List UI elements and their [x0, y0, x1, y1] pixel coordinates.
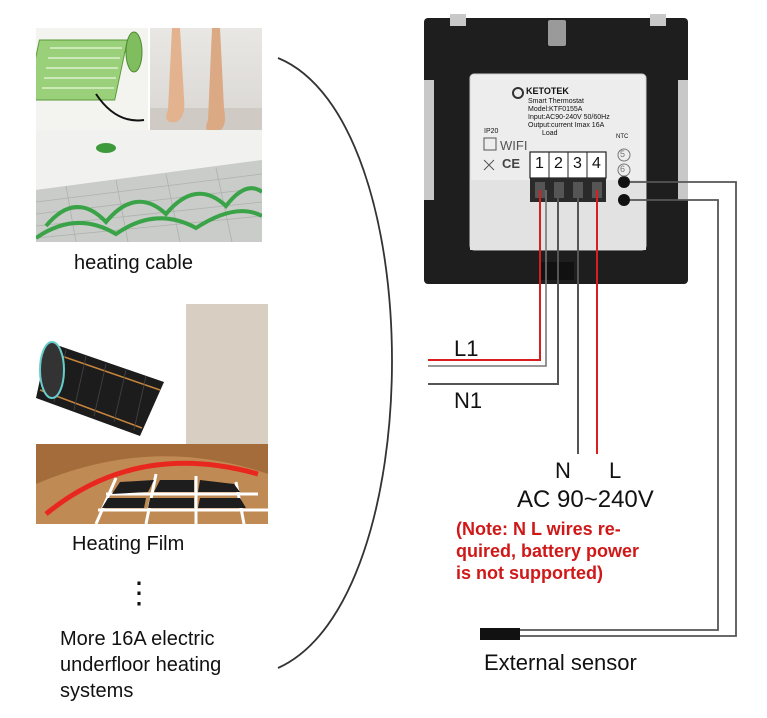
- feet-on-floor-photo: [150, 28, 262, 148]
- terminal-1: 1: [535, 155, 544, 172]
- ac-voltage-label: AC 90~240V: [517, 486, 654, 513]
- l-label: L: [609, 458, 622, 483]
- heating-cable-roll-photo: [36, 28, 148, 130]
- sensor-wire-outer: [520, 181, 737, 637]
- ellipsis-mark: ⋮: [124, 577, 154, 610]
- note-line-2: quired, battery power: [456, 541, 640, 561]
- heating-cable-caption: heating cable: [74, 252, 193, 274]
- sensor-wire-inner: [520, 199, 719, 631]
- terminal-5: 5: [620, 149, 626, 159]
- note-line-1: (Note: N L wires re-: [456, 519, 621, 539]
- note-line-3: is not supported): [456, 563, 603, 583]
- input-rating: Input:AC90-240V 50/60Hz: [528, 114, 610, 121]
- more-systems-line-3: systems: [60, 680, 134, 702]
- external-sensor-label: External sensor: [484, 650, 637, 675]
- external-sensor-probe: [480, 628, 520, 640]
- terminal-3: 3: [573, 155, 582, 172]
- l1-label: L1: [454, 336, 479, 361]
- l1-wire: [428, 190, 541, 361]
- n1-label: N1: [454, 388, 483, 413]
- more-systems-line-2: underfloor heating: [60, 654, 222, 676]
- terminal-2: 2: [554, 155, 563, 172]
- terminal-4: 4: [592, 155, 601, 172]
- product-name: Smart Thermostat: [528, 98, 584, 105]
- n1-wire: [428, 190, 559, 385]
- heating-film-floor-photo: [36, 444, 268, 524]
- load-label: Load: [542, 130, 558, 137]
- ip-rating: IP20: [484, 128, 499, 135]
- wifi-label: WIFI: [500, 138, 528, 153]
- terminal-6: 6: [620, 164, 626, 174]
- ce-mark: CE: [502, 156, 521, 171]
- n-label: N: [555, 458, 571, 483]
- model-number: Model:KTF0155A: [528, 106, 583, 113]
- ntc-label: NTC: [616, 134, 629, 140]
- heating-film-photo: [36, 304, 268, 444]
- more-systems-line-1: More 16A electric: [60, 628, 215, 650]
- brand-name: KETOTEK: [526, 86, 569, 96]
- heating-cable-installation-photo: [36, 130, 262, 242]
- output-rating: Output:current Imax 16A: [528, 122, 605, 129]
- power-note: (Note: N L wires re- quired, battery pow…: [456, 518, 736, 584]
- heating-film-caption: Heating Film: [72, 533, 185, 555]
